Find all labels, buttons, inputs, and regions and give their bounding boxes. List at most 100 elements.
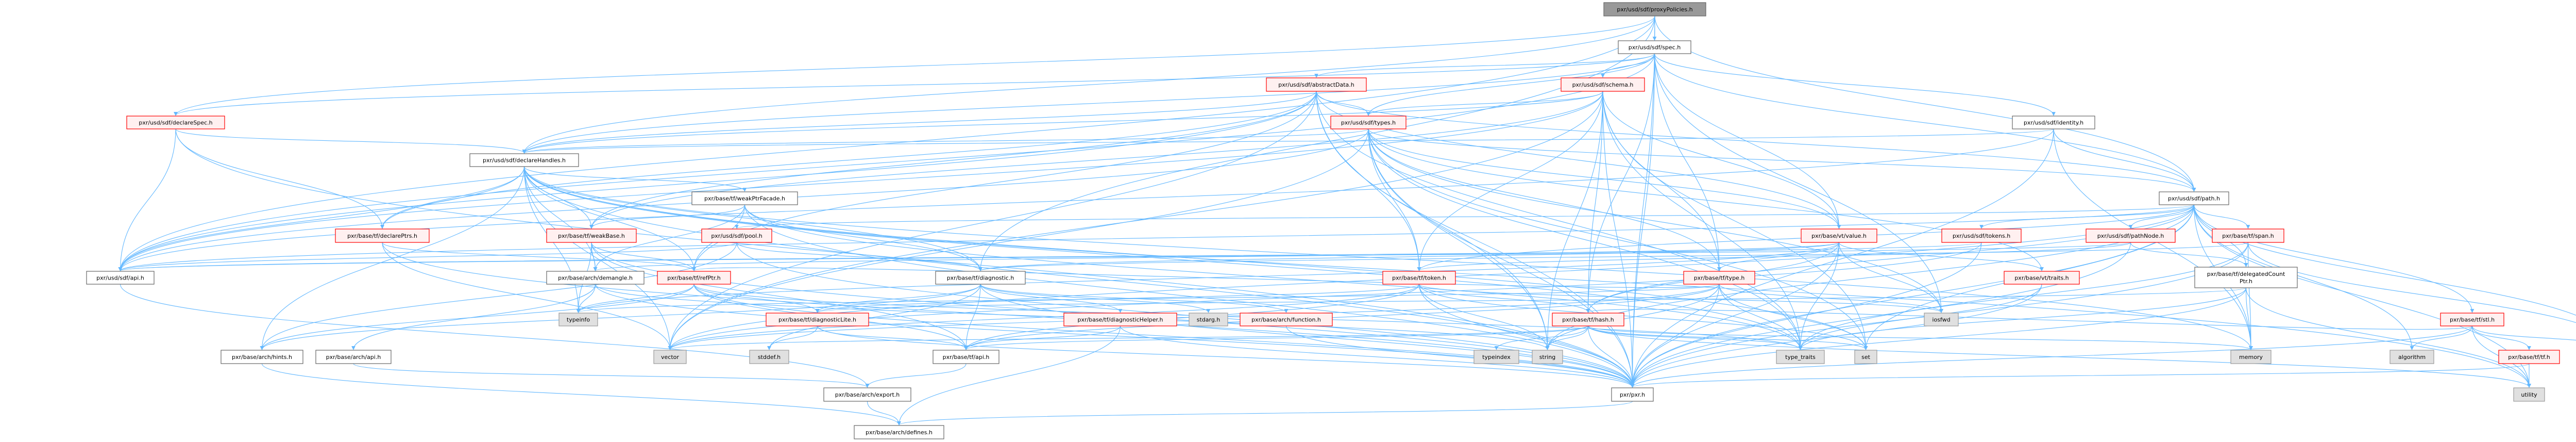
node-box	[2389, 350, 2434, 364]
node-identity[interactable]: pxr/usd/sdf/identity.h	[2012, 116, 2095, 129]
edge-identity-to-sdfApi	[118, 128, 2054, 271]
node-diagnostic[interactable]: pxr/base/tf/diagnostic.h	[935, 271, 1026, 285]
node-label: pxr/usd/sdf/pathNode.h	[2097, 233, 2164, 239]
edge-diagnostic-to-stddef	[767, 284, 981, 350]
node-diagLite[interactable]: pxr/base/tf/diagnosticLite.h	[766, 313, 869, 326]
node-box	[2498, 350, 2560, 364]
node-sdfApi[interactable]: pxr/usd/sdf/api.h	[86, 271, 155, 285]
edge-stl-to-tfh	[2471, 325, 2531, 350]
node-label: pxr/base/tf/hash.h	[1562, 317, 1614, 323]
edge-demangle-to-typeinfo	[576, 284, 596, 313]
edge-declareHandles-to-sdfApi	[118, 166, 525, 271]
edge-layer	[118, 15, 2576, 425]
edge-value-to-pxr	[1630, 242, 1840, 388]
edge-proxyPolicies-to-pxr	[1630, 15, 1655, 388]
edge-diagLite-to-tfApi	[817, 325, 968, 350]
edge-identity-to-path	[2053, 128, 2196, 192]
edge-tfApi-to-export	[865, 363, 967, 388]
edge-value-to-tfType	[1717, 242, 1840, 271]
edge-token-to-iosfwd	[1418, 284, 1943, 313]
node-box	[2159, 191, 2229, 205]
node-proxyPolicies[interactable]: pxr/usd/sdf/proxyPolicies.h	[1603, 2, 1706, 17]
node-diagHelper[interactable]: pxr/base/tf/diagnosticHelper.h	[1063, 313, 1177, 326]
edge-value-to-type_traits	[1798, 242, 1840, 350]
node-tfApi[interactable]: pxr/base/tf/api.h	[933, 350, 999, 364]
node-tfType[interactable]: pxr/base/tf/type.h	[1683, 271, 1755, 285]
node-label: pxr/base/arch/api.h	[326, 354, 381, 361]
edge-weakPtrFacade-to-type_traits	[744, 204, 1803, 350]
node-export[interactable]: pxr/base/arch/export.h	[823, 387, 911, 402]
node-label: pxr/base/arch/demangle.h	[558, 275, 633, 282]
edge-spec-to-identity	[1654, 53, 2056, 116]
edge-token-to-hash	[1418, 284, 1590, 313]
node-hints[interactable]: pxr/base/arch/hints.h	[221, 350, 303, 364]
node-box	[933, 350, 999, 364]
node-box	[2194, 267, 2298, 288]
edge-diagnostic-to-pxr	[980, 284, 1635, 388]
node-pathNode[interactable]: pxr/usd/sdf/pathNode.h	[2086, 228, 2176, 243]
edge-token-to-string	[1418, 284, 1550, 350]
edge-pool-to-hints	[260, 242, 737, 350]
edge-token-to-diagLite	[815, 284, 1420, 313]
edge-schema-to-type_traits	[1602, 91, 1803, 350]
node-weakPtrFacade[interactable]: pxr/base/tf/weakPtrFacade.h	[691, 191, 798, 205]
edge-hash-to-type_traits	[1587, 325, 1803, 350]
edge-hints-to-defines	[261, 363, 901, 425]
edge-path-to-hash	[1586, 204, 2195, 313]
edge-tfType-to-string	[1545, 284, 1720, 350]
node-declareSpec[interactable]: pxr/usd/sdf/declareSpec.h	[126, 116, 225, 129]
node-weakBase[interactable]: pxr/base/tf/weakBase.h	[546, 228, 637, 243]
node-value[interactable]: pxr/base/vt/value.h	[1801, 228, 1877, 243]
node-declareHandles[interactable]: pxr/usd/sdf/declareHandles.h	[469, 153, 579, 167]
node-spec[interactable]: pxr/usd/sdf/spec.h	[1618, 40, 1691, 54]
node-label: type_traits	[1785, 354, 1816, 361]
node-token[interactable]: pxr/base/tf/token.h	[1382, 271, 1456, 285]
node-path[interactable]: pxr/usd/sdf/path.h	[2159, 191, 2229, 205]
edge-diagnostic-to-tfApi	[964, 284, 981, 350]
node-stl[interactable]: pxr/base/tf/stl.h	[2440, 313, 2504, 326]
node-function[interactable]: pxr/base/arch/function.h	[1240, 313, 1333, 326]
node-schema[interactable]: pxr/usd/sdf/schema.h	[1561, 77, 1645, 92]
edge-declarePtrs-to-vector	[382, 242, 672, 350]
node-hash[interactable]: pxr/base/tf/hash.h	[1552, 313, 1624, 326]
node-tfh[interactable]: pxr/base/tf/tf.h	[2498, 350, 2560, 364]
node-label: pxr/usd/sdf/declareSpec.h	[139, 120, 212, 126]
node-box	[823, 387, 911, 402]
edge-weakPtrFacade-to-diagnostic	[744, 204, 982, 271]
node-box	[1330, 116, 1406, 129]
node-pool[interactable]: pxr/usd/sdf/pool.h	[701, 228, 772, 243]
edge-diagLite-to-pxr	[817, 325, 1635, 388]
node-archApi[interactable]: pxr/base/arch/api.h	[315, 350, 392, 364]
node-pxr[interactable]: pxr/pxr.h	[1611, 387, 1654, 402]
node-abstractData[interactable]: pxr/usd/sdf/abstractData.h	[1266, 77, 1367, 92]
node-types[interactable]: pxr/usd/sdf/types.h	[1330, 116, 1406, 129]
edge-types-to-value	[1368, 128, 1841, 229]
edge-value-to-vtTraits	[1838, 242, 2044, 271]
node-type_traits: type_traits	[1776, 350, 1825, 364]
edge-diagnostic-to-diagHelper	[980, 284, 1123, 313]
node-refPtr[interactable]: pxr/base/tf/refPtr.h	[657, 271, 731, 285]
node-tokens[interactable]: pxr/usd/sdf/tokens.h	[1941, 228, 2022, 243]
node-label: pxr/base/tf/weakPtrFacade.h	[704, 195, 785, 202]
node-vtTraits[interactable]: pxr/base/vt/traits.h	[2004, 271, 2080, 285]
node-iosfwd: iosfwd	[1924, 313, 1959, 326]
edge-weakBase-to-tfApi	[591, 242, 968, 350]
node-box	[1532, 350, 1563, 364]
edge-spec-to-pxr	[1630, 53, 1655, 388]
node-box	[1266, 77, 1367, 92]
node-label: typeindex	[1482, 354, 1511, 361]
edge-diagLite-to-stddef	[767, 325, 818, 350]
edge-abstractData-to-sdfApi	[118, 91, 1317, 271]
node-span[interactable]: pxr/base/tf/span.h	[2212, 228, 2284, 243]
node-demangle[interactable]: pxr/base/arch/demangle.h	[546, 271, 645, 285]
edge-types-to-token	[1368, 128, 1421, 271]
node-declarePtrs[interactable]: pxr/base/tf/declarePtrs.h	[335, 228, 430, 243]
node-label: pxr/usd/sdf/path.h	[2168, 195, 2220, 202]
edge-vtTraits-to-pxr	[1630, 284, 2042, 388]
node-utility: utility	[2513, 387, 2545, 402]
edge-weakPtrFacade-to-pxr	[744, 204, 1635, 388]
node-defines[interactable]: pxr/base/arch/defines.h	[854, 425, 944, 439]
edge-schema-to-weakBase	[589, 91, 1603, 229]
node-stddef: stddef.h	[749, 350, 789, 364]
